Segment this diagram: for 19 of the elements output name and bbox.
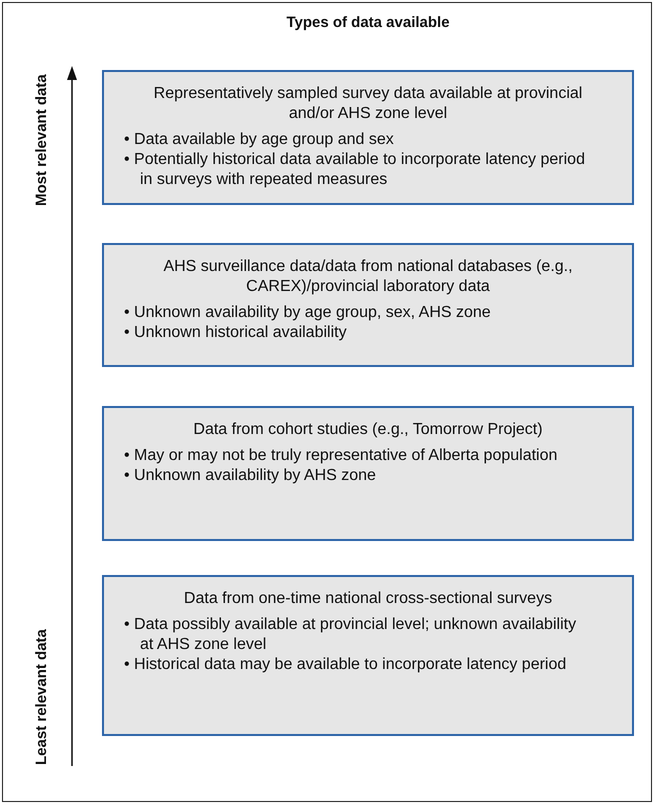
box-heading: Representatively sampled survey data available at provincial and/or AHS zone level — [152, 84, 584, 124]
axis-label: Most relevant data — [33, 74, 50, 206]
box-heading: AHS surveillance data/data from national databases (e.g., CAREX)/provincial laboratory data — [162, 257, 574, 297]
box-heading: Data from cohort studies (e.g., Tomorrow Project) — [192, 420, 544, 440]
diagram-title: Types of data available — [285, 14, 451, 31]
data-type-box — [102, 575, 634, 736]
data-type-box — [102, 243, 634, 367]
bullet-point: • Unknown availability by age group, sex, AHS zone — [124, 303, 492, 323]
box-heading: Data from one-time national cross-sectional surveys — [182, 589, 554, 609]
bullet-point: • Unknown availability by AHS zone — [124, 466, 377, 486]
bullet-point: • Historical data may be available to incorporate latency period — [124, 655, 568, 675]
bullet-point: • Potentially historical data available to incorporate latency period in surveys with repeated measures — [124, 150, 586, 190]
data-type-box — [102, 70, 634, 205]
bullet-point: • Unknown historical availability — [124, 323, 348, 343]
axis-label: Least relevant data — [33, 629, 50, 765]
bullet-point: • Data possibly available at provincial level; unknown availability at AHS zone level — [124, 615, 578, 655]
bullet-point: • Data available by age group and sex — [124, 130, 395, 150]
data-type-box — [102, 406, 634, 541]
bullet-point: • May or may not be truly representative of Alberta population — [124, 446, 558, 466]
